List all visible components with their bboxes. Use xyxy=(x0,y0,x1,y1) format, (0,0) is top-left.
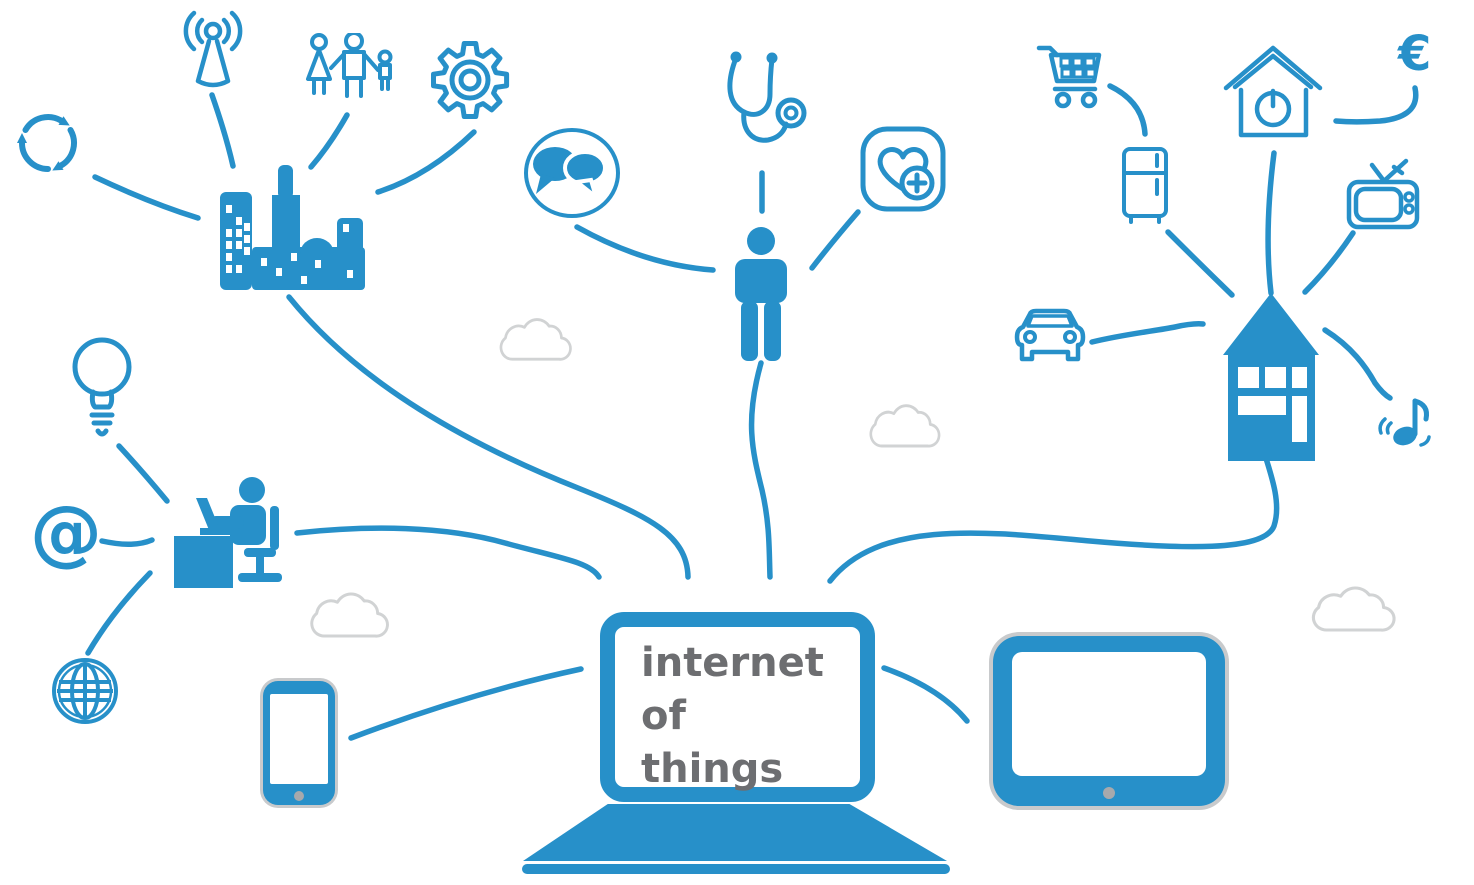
cloud-icon xyxy=(310,592,389,638)
family-icon xyxy=(306,33,393,98)
tablet-home-button xyxy=(1103,787,1115,799)
healthcare-icon xyxy=(860,126,946,212)
laptop-title-line1: internet xyxy=(641,640,824,686)
euro-icon: € xyxy=(1398,26,1432,82)
cloud-icon xyxy=(869,404,941,448)
smart-city-icon xyxy=(220,165,365,290)
tablet-screen xyxy=(1012,652,1206,776)
connector-line xyxy=(1107,83,1148,137)
laptop-bottom-bar xyxy=(522,864,950,874)
music-note-icon xyxy=(1378,398,1431,447)
laptop-icon: internet of things xyxy=(600,612,875,802)
smartphone-icon xyxy=(263,681,335,805)
connector-line xyxy=(286,294,691,580)
house-icon xyxy=(1223,293,1319,461)
connector-line xyxy=(348,666,584,741)
cloud-icon xyxy=(1311,586,1396,632)
tablet-icon xyxy=(993,636,1225,806)
connector-line xyxy=(308,112,350,170)
stethoscope-icon xyxy=(727,51,807,143)
laptop-title: internet of things xyxy=(615,627,860,796)
car-icon xyxy=(1014,308,1086,362)
cloud-icon xyxy=(499,318,572,361)
recycle-icon xyxy=(17,114,77,172)
laptop-title-line2: of xyxy=(641,693,686,739)
connector-line xyxy=(748,360,773,580)
at-icon: @ xyxy=(30,490,102,574)
shopping-cart-icon xyxy=(1036,45,1102,109)
antenna-icon xyxy=(183,10,243,88)
connector-line xyxy=(1302,230,1356,295)
connector-line xyxy=(209,92,236,169)
connector-line xyxy=(116,443,170,504)
connector-line xyxy=(85,570,153,656)
connector-line xyxy=(1165,229,1235,298)
connector-line xyxy=(809,209,861,271)
person-at-desk-icon xyxy=(174,477,282,588)
laptop-title-line3: things xyxy=(641,746,784,792)
smartphone-screen xyxy=(270,694,328,784)
smart-home-power-icon xyxy=(1223,45,1323,138)
connector-line xyxy=(375,129,477,195)
smartphone-home-button xyxy=(294,791,304,801)
connector-line xyxy=(99,537,155,547)
connector-line xyxy=(1322,327,1393,401)
fridge-icon xyxy=(1122,147,1168,224)
connector-line xyxy=(574,224,716,273)
connector-line xyxy=(294,525,602,580)
connector-line xyxy=(92,174,201,221)
tv-icon xyxy=(1346,158,1420,230)
connector-line xyxy=(881,665,970,724)
connector-line xyxy=(1265,150,1277,296)
connector-line xyxy=(827,449,1280,584)
connector-line xyxy=(1089,321,1206,345)
connector-line xyxy=(1333,85,1419,125)
globe-icon xyxy=(52,658,118,724)
person-icon xyxy=(735,227,787,361)
lightbulb-icon xyxy=(72,337,132,437)
gear-icon xyxy=(431,41,510,119)
chat-bubbles-icon xyxy=(524,128,620,218)
